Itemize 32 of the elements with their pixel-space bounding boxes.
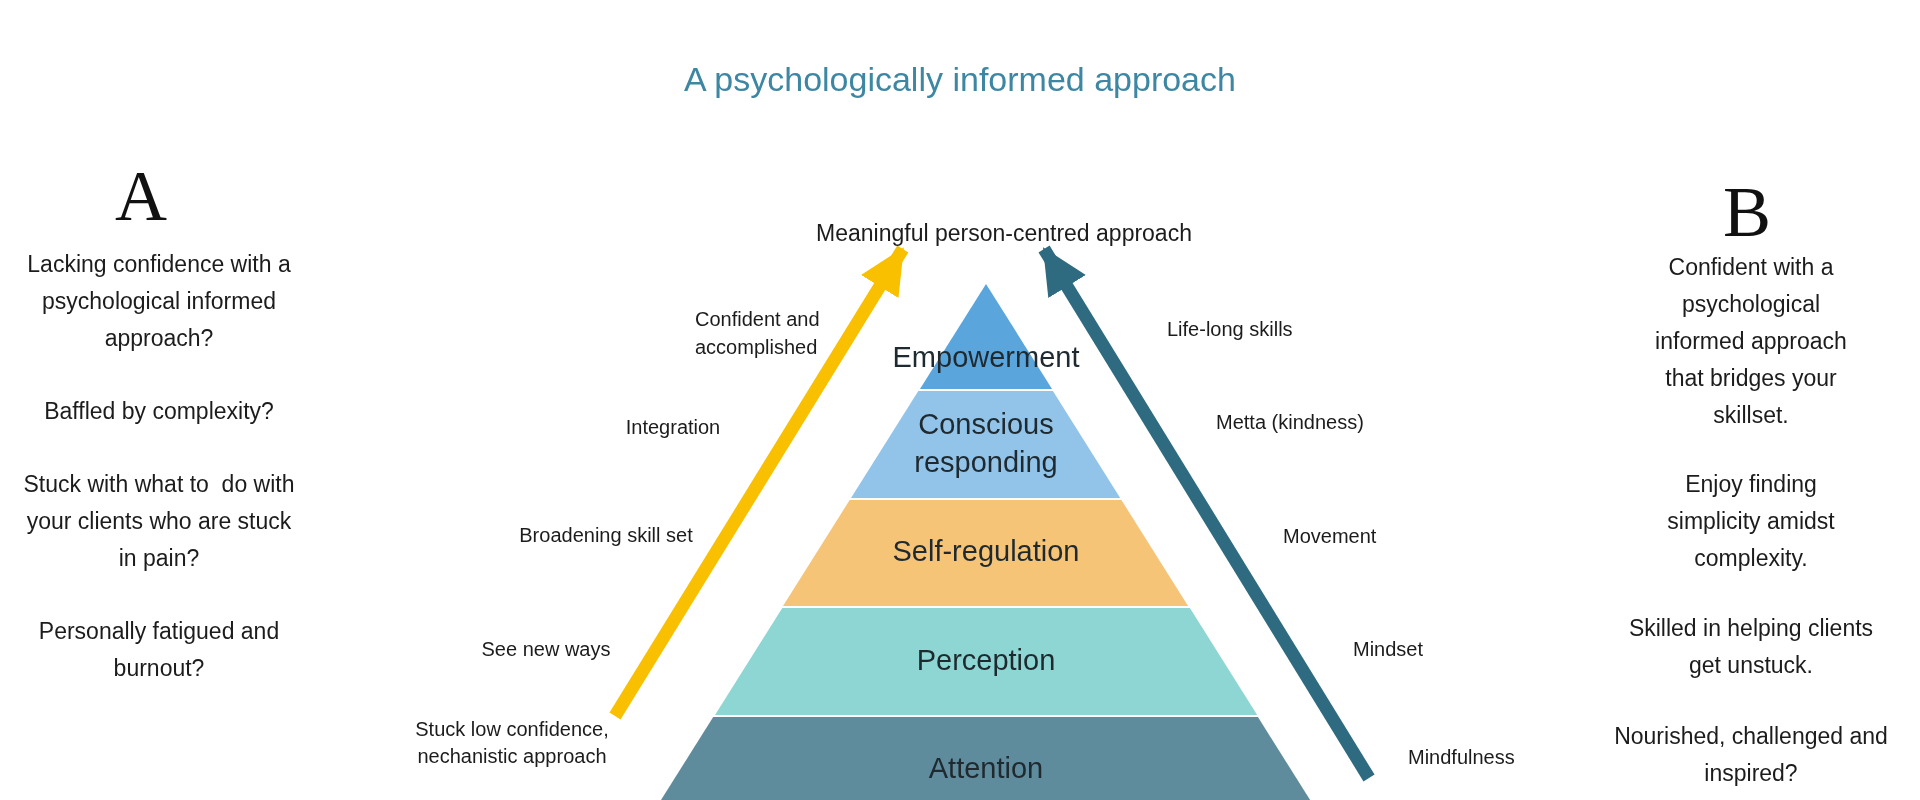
section-letter: A bbox=[114, 160, 168, 232]
arrow bbox=[1038, 245, 1375, 782]
description-text: Personally fatigued and burnout? bbox=[37, 617, 281, 683]
starting-point-text: Stuck low confidence, nechanistic approach bbox=[400, 716, 624, 770]
subtitle: A psychologically informed approach bbox=[683, 60, 1237, 99]
level-label: Self-regulation bbox=[891, 534, 1081, 569]
description-text: Stuck with what to do with your clients who are stuck in pain? bbox=[22, 470, 296, 573]
pyramid-level bbox=[714, 608, 1258, 715]
approach-text: Meaningful person-centred approach bbox=[784, 217, 1224, 249]
arrow-label: Metta (kindness) bbox=[1216, 410, 1365, 435]
arrow-label: Mindfulness bbox=[1408, 745, 1516, 770]
description-text: Confident with a psychological informed approach that bridges your skillset. bbox=[1654, 253, 1848, 430]
arrow-label: Mindset bbox=[1353, 637, 1425, 662]
description-text: Lacking confidence with a psychological informed approach? bbox=[26, 250, 292, 353]
description-text: Nourished, challenged and inspired? bbox=[1613, 722, 1889, 788]
level-label: Perception bbox=[915, 643, 1057, 678]
description-text: Baffled by complexity? bbox=[43, 397, 275, 426]
description-text: Skilled in helping clients get unstuck. bbox=[1627, 614, 1875, 680]
description-text: Enjoy finding simplicity amidst complexity. bbox=[1666, 470, 1836, 573]
arrow-label: Movement bbox=[1283, 524, 1378, 549]
arrow bbox=[609, 245, 909, 720]
level-label: Attention bbox=[927, 751, 1045, 786]
arrow-label: Confident and accomplished bbox=[695, 307, 821, 360]
pyramid-level bbox=[783, 500, 1189, 606]
pyramid-level bbox=[851, 391, 1121, 498]
pyramid-level bbox=[661, 717, 1311, 800]
arrow-label: Life-long skills bbox=[1167, 317, 1294, 342]
level-label: Conscious responding bbox=[913, 407, 1059, 480]
arrow-label: Integration bbox=[624, 415, 722, 440]
arrow-label: See new ways bbox=[480, 637, 612, 662]
section-letter: B bbox=[1722, 176, 1772, 248]
arrow-label: Broadening skill set bbox=[518, 523, 694, 548]
